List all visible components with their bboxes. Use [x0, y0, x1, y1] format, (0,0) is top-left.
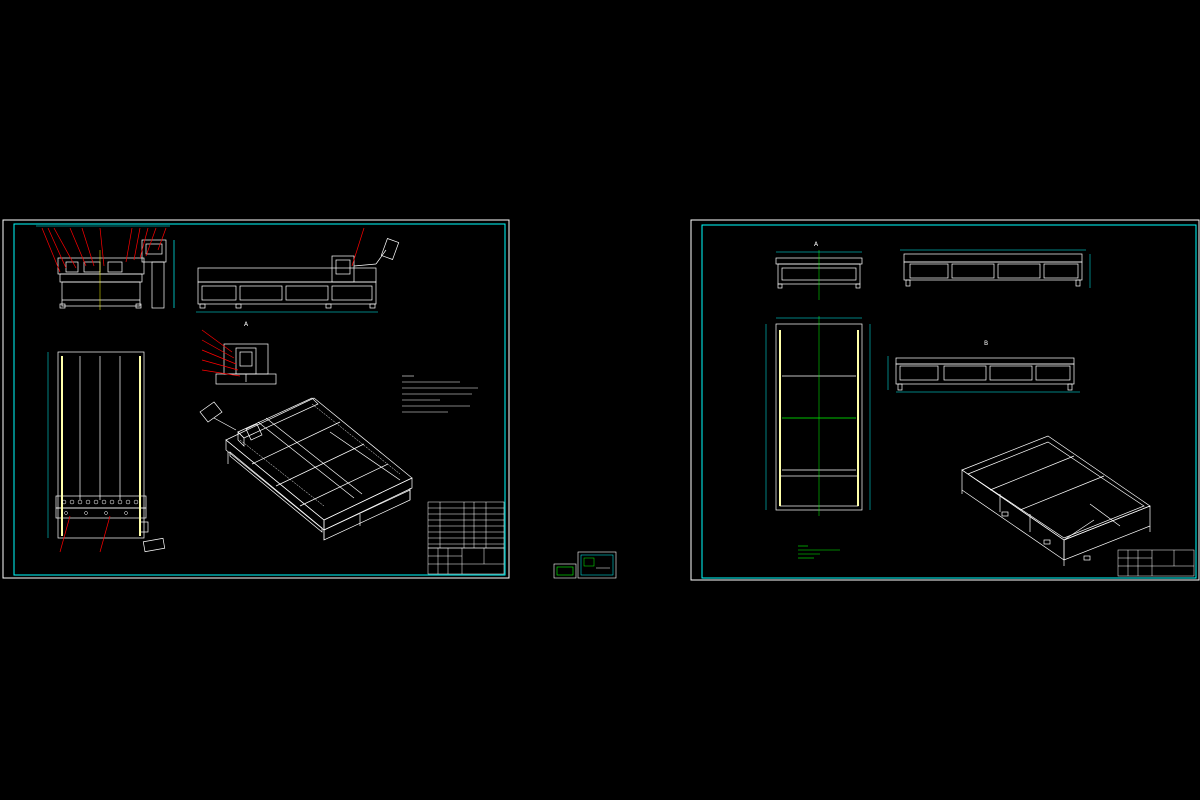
left-iso-rails — [239, 403, 401, 507]
left-detail-marker: A — [244, 321, 249, 328]
left-detail-leaders — [201, 329, 241, 377]
left-title-block — [427, 547, 505, 575]
left-side-leader — [351, 227, 365, 267]
left-plan-view — [55, 351, 166, 553]
right-section-marker: A — [814, 241, 819, 248]
thumbnail-sheets — [553, 551, 617, 579]
left-front-leaders — [41, 227, 167, 273]
left-sheet-outer-border — [2, 219, 510, 579]
left-front-elevation — [57, 239, 175, 309]
left-sheet-inner-frame — [13, 223, 506, 576]
right-plan-dims — [765, 317, 871, 510]
left-plan-leaders — [59, 515, 111, 553]
right-sheet-outer-border — [690, 219, 1200, 581]
right-notes-block — [798, 545, 840, 559]
left-plan-rails — [61, 356, 141, 536]
right-side-view — [903, 253, 1083, 287]
right-detail-marker: B — [984, 340, 988, 347]
left-notes-block — [402, 375, 478, 413]
left-isometric-machine — [199, 397, 413, 541]
right-detail-view — [895, 357, 1075, 391]
left-detail-head — [215, 343, 277, 385]
thumbnail-2 — [577, 551, 617, 579]
right-isometric-frame — [961, 435, 1151, 566]
right-plan-rails — [779, 330, 859, 506]
right-title-block — [1117, 549, 1195, 577]
right-sheet-inner-frame — [701, 224, 1197, 579]
left-drawing-sheet: A — [2, 219, 510, 579]
left-parts-list — [427, 501, 505, 549]
left-front-dims — [36, 225, 170, 310]
left-side-elevation — [197, 238, 400, 309]
right-drawing-sheet: A — [690, 219, 1200, 581]
thumbnail-1 — [553, 563, 577, 579]
left-plan-holes — [61, 499, 139, 515]
